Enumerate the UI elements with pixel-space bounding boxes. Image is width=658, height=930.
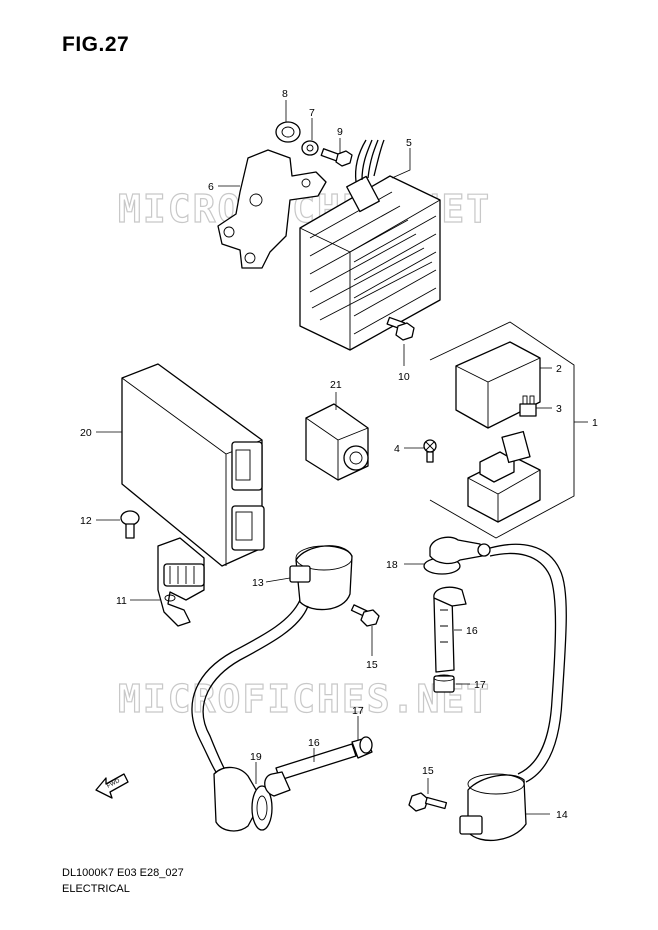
- starter-relay-group-part-1: [429, 321, 575, 539]
- callout-9: 9: [337, 126, 343, 138]
- callout-20: 20: [80, 427, 92, 439]
- grommet-part-8: [275, 121, 301, 143]
- collar-part-7: [301, 140, 319, 156]
- callout-15-upper: 15: [366, 659, 378, 671]
- callout-5: 5: [406, 137, 412, 149]
- callout-3: 3: [556, 403, 562, 415]
- bolt-part-12: [120, 510, 140, 539]
- cap-part-17-lower: [351, 736, 373, 759]
- section-name: ELECTRICAL: [62, 883, 130, 895]
- callout-17-lower: 17: [352, 705, 364, 717]
- callout-12: 12: [80, 515, 92, 527]
- callout-19: 19: [250, 751, 262, 763]
- ignition-coil-part-13: [191, 545, 353, 773]
- plug-cap-part-19: [213, 766, 273, 832]
- callout-17-upper: 17: [474, 679, 486, 691]
- callout-16-upper: 16: [466, 625, 478, 637]
- bracket-part-6: [217, 149, 327, 269]
- callout-1: 1: [592, 417, 598, 429]
- callout-16-lower: 16: [308, 737, 320, 749]
- callout-11: 11: [116, 595, 127, 607]
- callout-7: 7: [309, 107, 315, 119]
- callout-2: 2: [556, 363, 562, 375]
- bolt-part-15-lower: [408, 792, 448, 812]
- bolt-part-9: [320, 148, 353, 167]
- figure-title: FIG.27: [62, 33, 130, 56]
- callout-15-lower: 15: [422, 765, 434, 777]
- cap-part-17-upper: [433, 674, 455, 693]
- sensor-part-11: [157, 537, 205, 627]
- cable-part-16-lower: [264, 743, 357, 797]
- ecm-part-20: [121, 363, 265, 567]
- diagram-code: DL1000K7 E03 E28_027: [62, 867, 184, 879]
- callout-8: 8: [282, 88, 288, 100]
- bolt-part-10: [386, 316, 415, 341]
- callout-18: 18: [386, 559, 398, 571]
- callout-10: 10: [398, 371, 410, 383]
- ignition-coil-part-14: [459, 773, 527, 842]
- fwd-arrow-icon: FWD: [95, 773, 129, 799]
- connector-part-21: [305, 403, 369, 481]
- bolt-part-15-upper: [350, 604, 380, 627]
- callout-14: 14: [556, 809, 568, 821]
- callout-13: 13: [252, 577, 264, 589]
- callout-4: 4: [394, 443, 400, 455]
- cable-part-16-upper: [433, 586, 467, 673]
- screw-part-4: [423, 439, 437, 463]
- callout-6: 6: [208, 181, 214, 193]
- plug-cap-part-18: [423, 536, 567, 783]
- callout-21: 21: [330, 379, 342, 391]
- leader-lines: [96, 100, 588, 815]
- regulator-part-5: [299, 139, 441, 351]
- watermark-bottom: MICROFICHES.NET: [118, 677, 491, 721]
